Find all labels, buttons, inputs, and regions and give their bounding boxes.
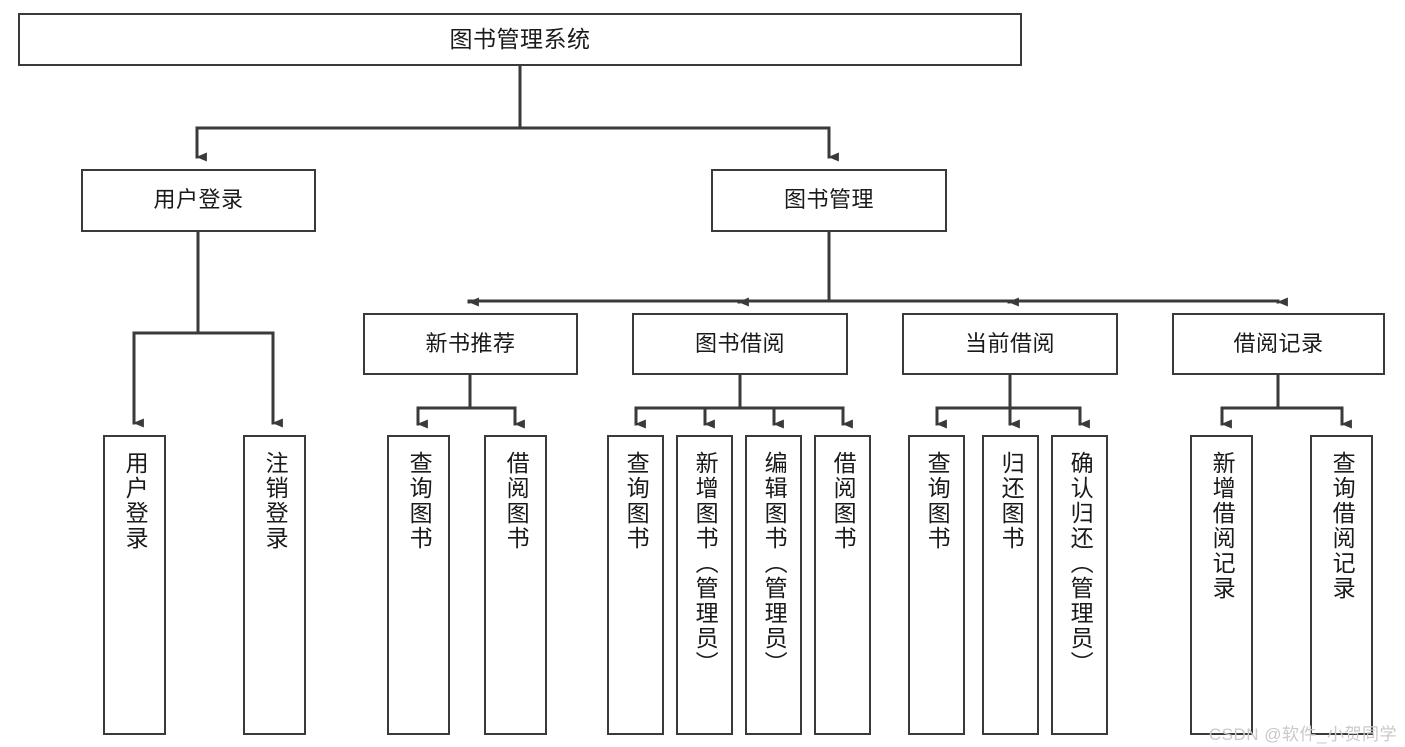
node-label: 查询借阅记录 (1329, 451, 1356, 601)
node-leaf-user-login[interactable]: 用户登录 (103, 435, 166, 735)
node-borrow-record[interactable]: 借阅记录 (1172, 313, 1385, 375)
node-label: 图书管理 (783, 187, 874, 213)
node-label: 编辑图书（管理员） (761, 451, 788, 676)
node-leaf-query-borrow-record[interactable]: 查询借阅记录 (1310, 435, 1373, 735)
node-label: 用户登录 (153, 187, 244, 213)
node-label: 借阅记录 (1233, 330, 1324, 356)
node-label: 注销登录 (262, 451, 289, 551)
node-label: 查询图书 (406, 451, 433, 551)
node-root-system[interactable]: 图书管理系统 (18, 13, 1022, 66)
node-label: 新书推荐 (425, 330, 516, 356)
node-label: 当前借阅 (964, 330, 1055, 356)
node-leaf-user-logout[interactable]: 注销登录 (243, 435, 306, 735)
node-leaf-query-book-borrow[interactable]: 查询图书 (607, 435, 664, 735)
node-new-book-recommend[interactable]: 新书推荐 (363, 313, 578, 375)
node-leaf-add-book-admin[interactable]: 新增图书（管理员） (676, 435, 733, 735)
node-label: 新增图书（管理员） (692, 451, 719, 676)
node-label: 归还图书 (998, 451, 1025, 551)
node-label: 图书管理系统 (449, 25, 591, 52)
node-leaf-edit-book-admin[interactable]: 编辑图书（管理员） (745, 435, 802, 735)
node-user-login[interactable]: 用户登录 (81, 169, 316, 232)
node-leaf-query-book-recommend[interactable]: 查询图书 (387, 435, 450, 735)
node-label: 用户登录 (122, 451, 149, 551)
node-label: 查询图书 (924, 451, 951, 551)
node-label: 借阅图书 (830, 451, 857, 551)
node-label: 确认归还（管理员） (1067, 451, 1094, 676)
node-label: 新增借阅记录 (1209, 451, 1236, 601)
node-leaf-borrow-book-recommend[interactable]: 借阅图书 (484, 435, 547, 735)
node-book-borrow[interactable]: 图书借阅 (632, 313, 848, 375)
node-leaf-add-borrow-record[interactable]: 新增借阅记录 (1190, 435, 1253, 735)
node-label: 借阅图书 (503, 451, 530, 551)
node-book-manage[interactable]: 图书管理 (711, 169, 947, 232)
node-leaf-return-book[interactable]: 归还图书 (982, 435, 1039, 735)
node-leaf-confirm-return-admin[interactable]: 确认归还（管理员） (1051, 435, 1108, 735)
node-current-borrow[interactable]: 当前借阅 (902, 313, 1118, 375)
node-leaf-query-book-current[interactable]: 查询图书 (908, 435, 965, 735)
node-leaf-borrow-book[interactable]: 借阅图书 (814, 435, 871, 735)
node-label: 图书借阅 (694, 330, 785, 356)
node-label: 查询图书 (623, 451, 650, 551)
watermark-text: CSDN @软件_小贺同学 (1208, 725, 1397, 744)
